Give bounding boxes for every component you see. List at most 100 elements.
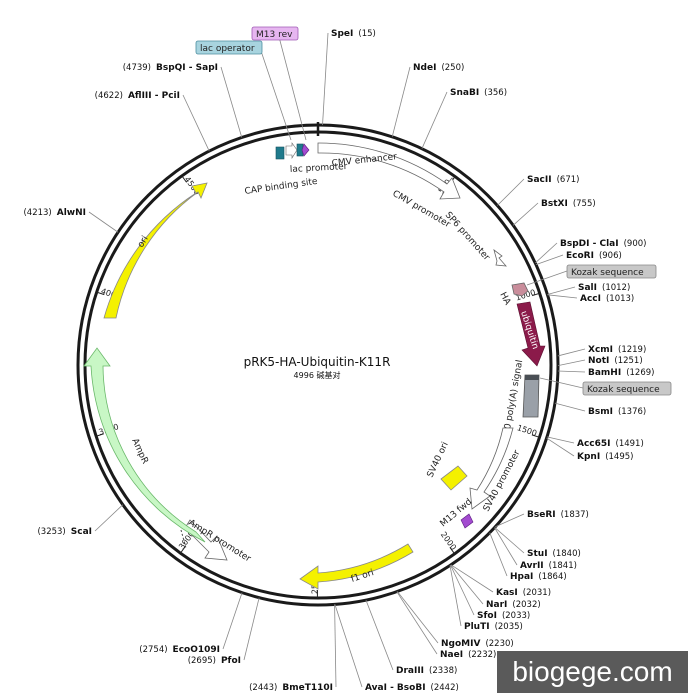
- site-label: (4622)AflIII - PciI: [95, 91, 180, 101]
- ori-arrow: [103, 182, 208, 319]
- site-leader-line: [94, 504, 124, 532]
- site-labels: SpeI(15)NdeI(250)SnaBI(356)SacII(671)Bst…: [23, 29, 654, 693]
- lac-promoter-label: lac promoter: [290, 162, 348, 175]
- m13-rev-box: [251, 26, 299, 41]
- site-leader-line: [546, 436, 575, 444]
- site-leader-line: [450, 564, 484, 605]
- site-leader-line: [450, 564, 494, 593]
- site-leader-line: [391, 66, 411, 137]
- tick-mark: [531, 434, 540, 438]
- tick-mark: [180, 546, 186, 554]
- site-leader-line: [449, 565, 462, 627]
- kozak-box-2: [582, 381, 672, 396]
- site-leader-line: [334, 604, 363, 688]
- site-label: AvaI - BsoBI(2442): [365, 683, 459, 693]
- site-label: XcmI(1219): [588, 345, 646, 355]
- site-leader-line: [88, 211, 119, 233]
- kozak-leader-2: [539, 377, 584, 389]
- site-label: NgoMIV(2230): [441, 639, 514, 649]
- sv40-ori-label: SV40 ori: [426, 441, 451, 480]
- sv40-polya-shape: [522, 374, 540, 418]
- site-leader-line: [554, 402, 586, 412]
- site-label: NdeI(250): [413, 63, 464, 73]
- site-label: BspDI - ClaI(900): [560, 239, 646, 249]
- cmv-enhancer-arrow: [317, 142, 461, 200]
- site-leader-line: [396, 591, 438, 655]
- site-label: AvrII(1841): [520, 561, 577, 571]
- site-leader-line: [365, 600, 394, 671]
- sv40-ori-shape: [440, 465, 468, 491]
- site-leader-line: [489, 532, 508, 577]
- site-leader-line: [494, 527, 518, 566]
- site-label: DraIII(2338): [396, 666, 457, 676]
- site-label: (4213)AlwNI: [23, 208, 86, 218]
- ampr-dash: [180, 529, 187, 549]
- f1-ori-arrow: [299, 543, 414, 590]
- site-label: SalI(1012): [578, 283, 630, 293]
- site-label: Acc65I(1491): [577, 439, 644, 449]
- site-leader-line: [497, 178, 525, 206]
- site-label: (2695)PfoI: [188, 656, 241, 666]
- site-label: EcoRI(906): [566, 251, 622, 261]
- site-label: BseRI(1837): [527, 510, 589, 520]
- site-leader-line: [495, 513, 525, 528]
- site-leader-line: [557, 348, 586, 357]
- site-leader-line: [220, 66, 243, 138]
- site-leader-line: [182, 94, 210, 152]
- site-label: SfoI(2033): [477, 611, 530, 621]
- watermark-text: biogege.com: [512, 656, 673, 687]
- site-label: AccI(1013): [580, 294, 634, 304]
- site-label: NaeI(2232): [440, 650, 496, 660]
- tick-mark: [449, 547, 455, 555]
- sp6-promoter-arrow: [493, 248, 507, 267]
- lac-operator-label: lac operator: [200, 44, 255, 54]
- site-label: PluTI(2035): [464, 622, 523, 632]
- site-label: BstXI(755): [541, 199, 596, 209]
- ampr-label: AmpR: [129, 437, 149, 466]
- site-leader-line: [546, 437, 575, 457]
- cap-binding-site-label: CAP binding site: [244, 177, 319, 197]
- site-leader-line: [547, 286, 576, 295]
- site-label: (2754)EcoO109I: [139, 645, 220, 655]
- ha-label: HA: [497, 291, 512, 308]
- tick-mark: [96, 291, 105, 296]
- cap-binding-site-shape: [275, 146, 285, 160]
- site-label: SacII(671): [527, 175, 579, 185]
- tick-mark: [181, 175, 187, 183]
- m13-fwd-shape: [460, 513, 474, 529]
- kozak-label-2: Kozak sequence: [587, 385, 660, 395]
- site-label: (4739)BspQI - SapI: [123, 63, 218, 73]
- m13-rev-label: M13 rev: [256, 30, 293, 40]
- site-label: KpnI(1495): [577, 452, 633, 462]
- site-leader-line: [547, 294, 578, 299]
- ha-tag-shape: [511, 282, 529, 297]
- site-label: KasI(2031): [496, 588, 551, 598]
- tick-mark: [531, 292, 540, 297]
- tick-label: 1500: [516, 423, 538, 438]
- plasmid-title: pRK5-HA-Ubiquitin-K11R: [244, 355, 391, 369]
- site-leader-line: [322, 32, 329, 126]
- site-leader-lines: [88, 32, 586, 688]
- ampr-arrow: [83, 347, 206, 543]
- m13-rev-leader: [277, 32, 307, 141]
- lac-operator-box: [195, 40, 263, 55]
- site-label: BamHI(1269): [588, 368, 654, 378]
- site-label: (2443)BmeT110I: [249, 683, 333, 693]
- sv40-promoter-arrow: [469, 427, 514, 510]
- site-leader-line: [222, 592, 243, 650]
- lac-operator-arrow: [285, 142, 298, 160]
- site-leader-line: [494, 527, 525, 554]
- site-label: HpaI(1864): [510, 572, 567, 582]
- ubiquitin-arrow: [516, 301, 546, 367]
- site-leader-line: [512, 202, 539, 226]
- site-label: SpeI(15): [331, 29, 376, 39]
- site-label: (3253)ScaI: [37, 527, 92, 537]
- site-leader-line: [557, 359, 586, 366]
- site-leader-line: [421, 91, 448, 149]
- sv40-polya-cap: [525, 375, 539, 380]
- kozak-leader-1: [526, 270, 568, 286]
- site-leader-line: [534, 242, 558, 264]
- kozak-box-1: [566, 264, 657, 279]
- tick-label: 2000: [439, 530, 458, 552]
